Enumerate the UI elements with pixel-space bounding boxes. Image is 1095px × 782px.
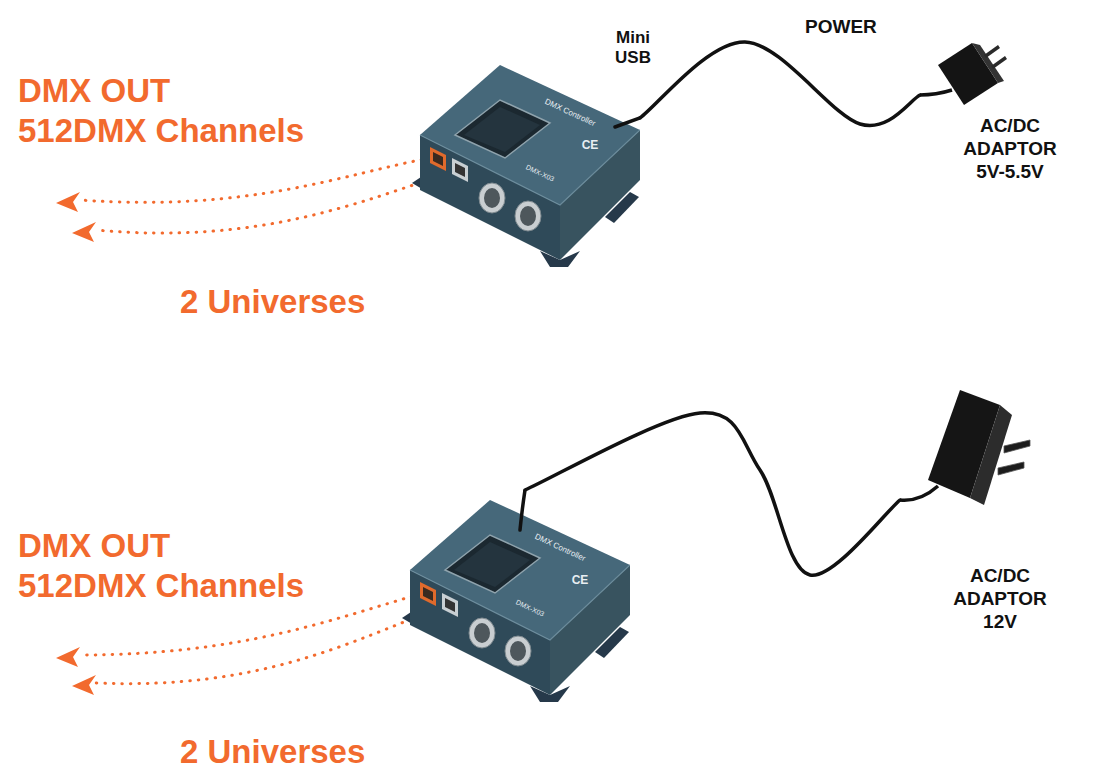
power-adapter: AC/DC ADAPTOR 12V bbox=[900, 380, 1090, 641]
output-label: 2 Universes bbox=[180, 283, 365, 321]
dmx-arrowheads bbox=[56, 192, 96, 695]
dmx-controller-drawing bbox=[410, 55, 640, 270]
device-marking: CE bbox=[572, 574, 589, 586]
adapter-drawing bbox=[920, 35, 1010, 115]
adapter-label: AC/DC ADAPTOR 5V-5.5V bbox=[955, 115, 1065, 183]
power-adapter: AC/DC ADAPTOR 5V-5.5V bbox=[920, 35, 1090, 191]
dmx-controller: DMX ControllerDMX-X03CE bbox=[410, 55, 640, 270]
output-label: 512DMX Channels bbox=[18, 567, 304, 605]
device-marking: CE bbox=[582, 139, 599, 151]
dmx-signal-dots bbox=[80, 158, 452, 684]
output-label: DMX OUT bbox=[18, 72, 170, 110]
adapter-label: AC/DC ADAPTOR 12V bbox=[945, 565, 1055, 633]
cable-label: Mini USB bbox=[603, 28, 663, 67]
dmx-controller: DMX ControllerDMX-X03CE bbox=[400, 490, 630, 705]
adapter-drawing bbox=[900, 380, 1040, 510]
output-label: 2 Universes bbox=[180, 733, 365, 771]
dmx-controller-drawing bbox=[400, 490, 630, 705]
output-label: DMX OUT bbox=[18, 527, 170, 565]
cable-label: POWER bbox=[805, 16, 877, 38]
output-label: 512DMX Channels bbox=[18, 112, 304, 150]
power-cable bbox=[640, 42, 920, 126]
